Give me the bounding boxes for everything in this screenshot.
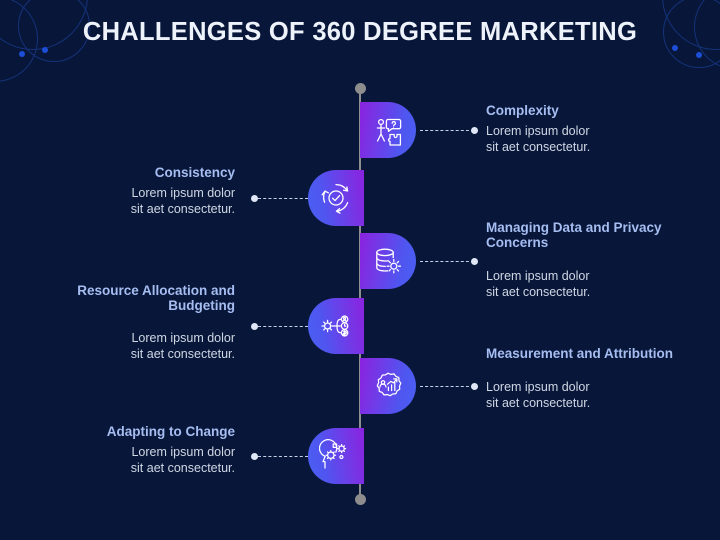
heading-managing-data-and-privacy-concerns: Managing Data and Privacy Concerns (486, 220, 662, 250)
connector-consistency (258, 198, 308, 199)
timeline-spine (359, 88, 361, 500)
badge-consistency[interactable] (308, 170, 364, 226)
database-gear-icon (371, 244, 405, 278)
connector-managing-data-and-privacy-concerns (420, 261, 474, 262)
body-complexity: Lorem ipsum dolor sit aet consectetur. (486, 124, 591, 154)
text-block-measurement-and-attribution: Measurement and Attribution Lorem ipsum … (486, 346, 686, 411)
text-block-managing-data-and-privacy-concerns: Managing Data and Privacy Concerns Lorem… (486, 220, 686, 300)
body-managing-data-and-privacy-concerns: Lorem ipsum dolor sit aet consectetur. (486, 269, 591, 299)
heading-adapting-to-change: Adapting to Change (106, 424, 235, 439)
connector-adapting-to-change (258, 456, 308, 457)
badge-adapting-to-change[interactable] (308, 428, 364, 484)
deco-dot-icon (42, 47, 48, 53)
timeline-spine-top-cap (354, 83, 366, 94)
connector-dot-resource-allocation-and-budgeting (251, 322, 258, 330)
connector-dot-consistency (251, 194, 258, 202)
head-gears-icon (319, 439, 353, 473)
body-measurement-and-attribution: Lorem ipsum dolor sit aet consectetur. (486, 380, 591, 410)
connector-resource-allocation-and-budgeting (258, 326, 308, 327)
heading-consistency: Consistency (154, 165, 235, 180)
timeline-spine-bottom-cap (354, 494, 366, 505)
body-adapting-to-change: Lorem ipsum dolor sit aet consectetur. (130, 445, 235, 475)
connector-dot-complexity (471, 126, 478, 134)
heading-measurement-and-attribution: Measurement and Attribution (486, 346, 674, 361)
heading-resource-allocation-and-budgeting: Resource Allocation and Budgeting (77, 283, 235, 313)
gear-resource-nodes-icon (319, 309, 353, 343)
connector-complexity (420, 130, 474, 131)
body-consistency: Lorem ipsum dolor sit aet consectetur. (130, 186, 235, 216)
badge-complexity[interactable] (360, 102, 416, 158)
connector-dot-adapting-to-change (251, 452, 258, 460)
deco-dot-icon (19, 51, 25, 57)
connector-dot-measurement-and-attribution (471, 382, 478, 390)
page-title: CHALLENGES OF 360 DEGREE MARKETING (82, 18, 638, 46)
text-block-complexity: Complexity Lorem ipsum dolor sit aet con… (486, 103, 676, 155)
person-question-puzzle-icon (371, 113, 405, 147)
badge-resource-allocation-and-budgeting[interactable] (308, 298, 364, 354)
connector-measurement-and-attribution (420, 386, 474, 387)
body-resource-allocation-and-budgeting: Lorem ipsum dolor sit aet consectetur. (130, 331, 235, 361)
text-block-resource-allocation-and-budgeting: Resource Allocation and Budgeting Lorem … (35, 283, 235, 362)
deco-dot-icon (696, 52, 702, 58)
text-block-adapting-to-change: Adapting to Change Lorem ipsum dolor sit… (44, 424, 235, 476)
text-block-consistency: Consistency Lorem ipsum dolor sit aet co… (44, 165, 235, 217)
badge-managing-data-and-privacy-concerns[interactable] (360, 233, 416, 289)
bar-chart-gear-icon (371, 369, 405, 403)
connector-dot-managing-data-and-privacy-concerns (471, 257, 478, 265)
heading-complexity: Complexity (486, 103, 559, 118)
badge-measurement-and-attribution[interactable] (360, 358, 416, 414)
check-circle-arrows-icon (319, 181, 353, 215)
